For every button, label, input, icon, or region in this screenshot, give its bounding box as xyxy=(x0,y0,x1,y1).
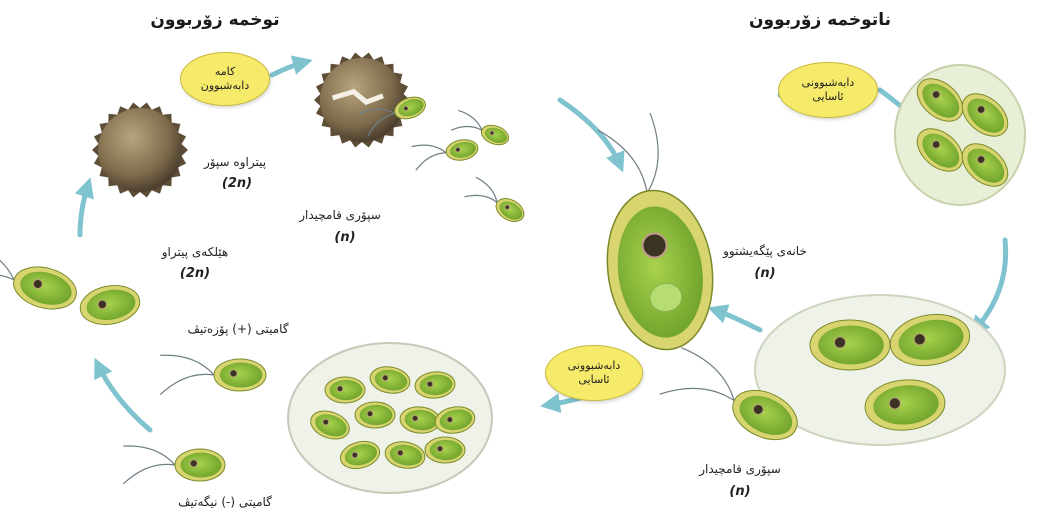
zygote-spiky-cell xyxy=(92,103,188,198)
meiosis-line2: دابەشبوون xyxy=(201,79,250,93)
zygote-label: پیتراوە سپۆر xyxy=(190,155,280,169)
cracked-zygote-cell xyxy=(314,53,410,148)
arrow-right-side xyxy=(975,240,1006,330)
mitosis-bottom-bubble: دابەشبوونی ئاسایی xyxy=(545,345,643,401)
asexual-reproduction-title: ناتوخمە زۆربوون xyxy=(720,10,920,30)
gametangium-cell-10 xyxy=(425,437,465,463)
gamete-minus-cell xyxy=(123,446,225,484)
arrow-into-mature xyxy=(560,100,620,165)
meiosis-bubble: کامە دابەشبوون xyxy=(180,52,270,106)
mitosis-bottom-line1: دابەشبوونی xyxy=(568,359,621,373)
gametangium-cell-5 xyxy=(355,402,395,428)
sporangium-bottom-cell-1 xyxy=(810,320,890,370)
gamete-minus-label: گامیتی (-) نیگەتیڤ xyxy=(165,495,285,509)
asexual-zoospore-label: سپۆری قامچیدار xyxy=(690,462,790,476)
fertilized-pair-label: هێلکەی پیتراو xyxy=(150,245,240,259)
sexual-zoospore-label: سپۆری قامچیدار xyxy=(290,208,390,222)
arrow-bottom-to-mature xyxy=(715,310,760,330)
meiosis-line1: کامە xyxy=(215,65,235,79)
mitosis-top-line1: دابەشبوونی xyxy=(802,76,855,90)
zoospore-3 xyxy=(465,177,529,227)
sexual-zoospore-ploidy: (n) xyxy=(325,230,365,245)
zoospore-1 xyxy=(412,135,480,170)
gametangium-cell-1 xyxy=(325,377,365,403)
mature-cell-label: خانەی پێگەیشتوو xyxy=(710,244,820,258)
mitosis-top-line2: ئاسایی xyxy=(812,90,843,104)
sexual-reproduction-title: توخمە زۆربوون xyxy=(130,10,300,30)
asexual-zoospore-ploidy: (n) xyxy=(720,484,760,499)
gamete-plus-label: گامیتی (+) پۆزەتیڤ xyxy=(178,322,298,336)
arrow-gametes-fuse xyxy=(98,365,150,430)
mature-cell-ploidy: (n) xyxy=(745,266,785,281)
mitosis-bottom-line2: ئاسایی xyxy=(578,373,609,387)
sporangium-top-wall xyxy=(895,65,1025,205)
arrow-meiosis xyxy=(272,62,305,75)
zygote-ploidy: (2n) xyxy=(212,176,262,191)
fertilized-gamete-right xyxy=(77,281,143,329)
arrow-to-zygote xyxy=(80,185,88,235)
mitosis-top-bubble: دابەشبوونی ئاسایی xyxy=(778,62,878,118)
fertilized-pair-ploidy: (2n) xyxy=(170,266,220,281)
gamete-plus-cell xyxy=(160,355,266,394)
fertilized-gamete-left xyxy=(0,239,82,319)
